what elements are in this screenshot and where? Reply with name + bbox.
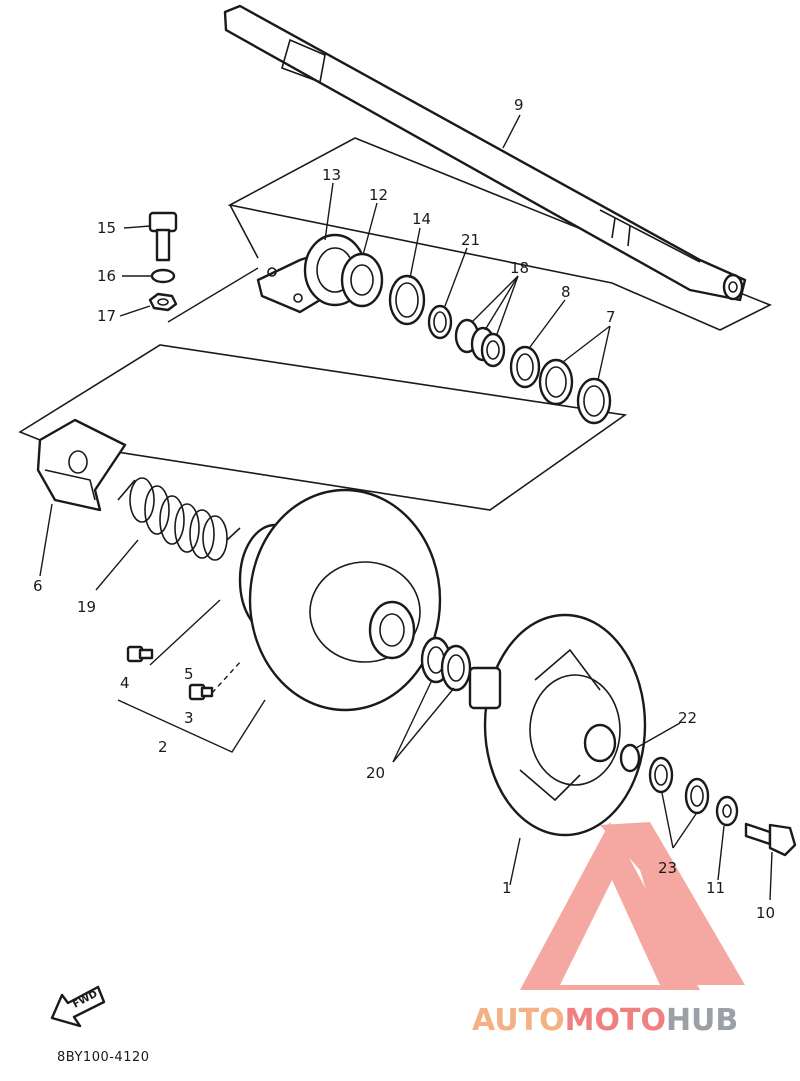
washer-11 xyxy=(715,795,739,827)
watermark-brand-hub: HUB xyxy=(666,1003,738,1038)
callout-15: 15 xyxy=(97,219,116,237)
callout-21: 21 xyxy=(461,231,480,249)
callout-6: 6 xyxy=(33,577,43,595)
bolt-4-leader xyxy=(149,599,221,666)
watermark-brand-auto: AUTO xyxy=(472,1003,565,1038)
callout-17: 17 xyxy=(97,307,116,325)
fixed-sheave-1 xyxy=(468,613,647,837)
leader-23b xyxy=(672,813,697,849)
leader-7a xyxy=(562,325,611,363)
upper-assembly-leader xyxy=(229,204,259,259)
callout-2: 2 xyxy=(158,738,168,756)
callout-10: 10 xyxy=(756,904,775,922)
bushing-22 xyxy=(619,743,641,773)
callout-3: 3 xyxy=(184,709,194,727)
leader-8 xyxy=(529,299,566,348)
watermark-brand: AUTOMOTOHUB xyxy=(472,1003,738,1038)
washers-7 xyxy=(538,358,612,425)
leader-21 xyxy=(444,247,468,307)
bolt-3-leader xyxy=(211,659,243,694)
upper-assembly-frame xyxy=(227,137,772,331)
circlip-8 xyxy=(509,345,541,389)
leader-20b xyxy=(392,687,455,763)
leader-17 xyxy=(119,305,151,317)
callout-4: 4 xyxy=(120,674,130,692)
callout-18: 18 xyxy=(510,259,529,277)
watermark-brand-moto: MOTO xyxy=(565,1003,666,1038)
callout-5: 5 xyxy=(184,665,194,683)
washers-23 xyxy=(648,756,710,815)
callout-14: 14 xyxy=(412,210,431,228)
leader-12 xyxy=(362,202,378,256)
leader-2 xyxy=(117,699,266,753)
movable-sheave-2 xyxy=(238,488,442,712)
middle-assembly-frame xyxy=(18,344,628,511)
leader-22 xyxy=(635,722,681,749)
leader-1 xyxy=(509,837,521,886)
watermark-logo xyxy=(520,822,745,990)
cam-6 xyxy=(36,418,127,512)
callout-16: 16 xyxy=(97,267,116,285)
callout-8: 8 xyxy=(561,283,571,301)
drive-shaft xyxy=(223,4,747,302)
callout-1: 1 xyxy=(502,879,512,897)
circlip-21 xyxy=(427,304,453,340)
leader-15 xyxy=(123,225,151,229)
callout-22: 22 xyxy=(678,709,697,727)
leader-23a xyxy=(661,792,674,849)
leader-18a xyxy=(471,275,519,323)
callout-19: 19 xyxy=(77,598,96,616)
nut-17 xyxy=(148,292,178,312)
bolt-4 xyxy=(126,645,154,663)
spring-19 xyxy=(117,477,241,561)
leader-19 xyxy=(95,539,139,591)
leader-18c xyxy=(496,275,519,335)
bolt-10 xyxy=(744,822,797,857)
callout-13: 13 xyxy=(322,166,341,184)
leader-10 xyxy=(769,851,773,901)
leader-20a xyxy=(392,679,433,763)
leader-13 xyxy=(324,182,334,241)
shims-20 xyxy=(420,636,472,692)
callout-11: 11 xyxy=(706,879,725,897)
bolt-group-leader xyxy=(167,267,259,323)
leader-14 xyxy=(409,227,421,279)
callout-12: 12 xyxy=(369,186,388,204)
callout-20: 20 xyxy=(366,764,385,782)
bearing-12 xyxy=(340,252,384,308)
fwd-arrow-icon: FWD xyxy=(50,985,106,1028)
leader-11 xyxy=(717,825,725,881)
diagram-code: 8BY100-4120 xyxy=(57,1050,150,1065)
callout-7: 7 xyxy=(606,308,616,326)
leader-7b xyxy=(597,325,611,381)
lock-washer-16 xyxy=(150,268,176,284)
callout-9: 9 xyxy=(514,96,524,114)
callout-23: 23 xyxy=(658,859,677,877)
bolt-15 xyxy=(148,211,178,262)
leader-6 xyxy=(39,503,53,577)
bolt-3 xyxy=(188,683,214,701)
leader-18b xyxy=(484,275,519,331)
washers-18 xyxy=(454,318,506,368)
leader-9 xyxy=(502,114,521,149)
circlip-14 xyxy=(388,274,426,326)
